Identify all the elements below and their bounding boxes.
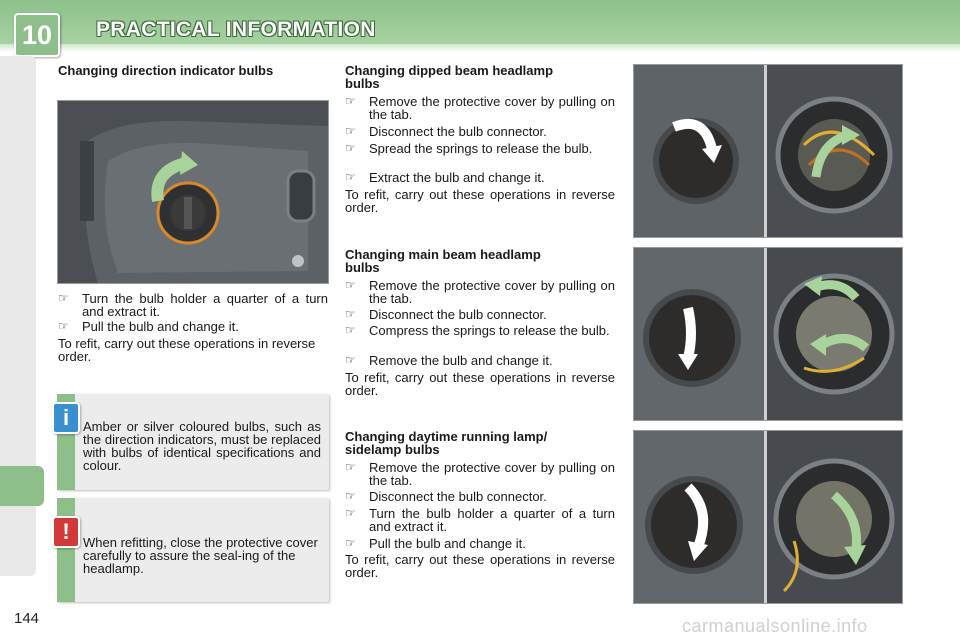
warning-icon: !	[52, 516, 80, 548]
daytime-lamp-heading-line2: sidelamp bulbs	[345, 442, 440, 457]
list-item: ☞ Remove the protective cover by pulling…	[345, 460, 615, 488]
list-item: ☞ Pull the bulb and change it.	[58, 319, 328, 334]
dipped-beam-heading: Changing dipped beam headlamp bulbs	[345, 64, 615, 90]
step-text: Disconnect the bulb connector.	[369, 124, 547, 139]
daytime-lamp-heading-line1: Changing daytime running lamp/	[345, 429, 548, 444]
pointing-hand-icon: ☞	[345, 307, 356, 321]
list-item: ☞ Remove the protective cover by pulling…	[345, 94, 615, 122]
main-beam-heading-line1: Changing main beam headlamp	[345, 247, 541, 262]
pointing-hand-icon: ☞	[345, 506, 356, 520]
main-beam-illustration	[634, 248, 902, 420]
dipped-beam-photo	[633, 64, 903, 238]
rotation-arrow-icon	[672, 118, 717, 151]
step-text: Remove the bulb and change it.	[369, 353, 553, 368]
headlamp-rear-illustration	[58, 101, 328, 283]
pointing-hand-icon: ☞	[345, 94, 356, 108]
header-fade	[0, 44, 960, 52]
list-item: ☞ Pull the bulb and change it.	[345, 536, 615, 551]
dipped-beam-illustration	[634, 65, 902, 237]
rotation-arrow-icon	[683, 306, 696, 360]
main-beam-heading-line2: bulbs	[345, 260, 380, 275]
step-text: Turn the bulb holder a quarter of a turn…	[369, 506, 615, 534]
header-bar	[0, 0, 960, 44]
pointing-hand-icon: ☞	[345, 489, 356, 503]
pointing-hand-icon: ☞	[345, 170, 356, 184]
chapter-number-badge: 10	[14, 13, 60, 57]
pointing-hand-icon: ☞	[58, 319, 69, 333]
rotation-arrow-icon	[830, 491, 862, 550]
warning-box-text: When refitting, close the protective cov…	[83, 535, 318, 576]
step-text: Compress the springs to release the bulb…	[369, 323, 610, 338]
step-text: Pull the bulb and change it.	[369, 536, 526, 551]
step-text: Pull the bulb and change it.	[82, 319, 239, 334]
pointing-hand-icon: ☞	[58, 291, 69, 305]
watermark[interactable]: carmanualsonline.info	[682, 616, 868, 636]
list-item: ☞ Remove the protective cover by pulling…	[345, 278, 615, 306]
pointing-hand-icon: ☞	[345, 124, 356, 138]
step-text: Disconnect the bulb connector.	[369, 307, 547, 322]
list-item: ☞ Compress the springs to release the bu…	[345, 323, 615, 338]
daytime-lamp-heading: Changing daytime running lamp/ sidelamp …	[345, 430, 615, 456]
step-text: Turn the bulb holder a quarter of a turn…	[82, 291, 328, 319]
page-number: 144	[14, 610, 40, 627]
daytime-lamp-photo	[633, 430, 903, 604]
info-icon: i	[52, 402, 80, 434]
list-item: ☞ Spread the springs to release the bulb…	[345, 141, 615, 156]
main-beam-heading: Changing main beam headlamp bulbs	[345, 248, 615, 274]
info-box-text: Amber or silver coloured bulbs, such as …	[83, 419, 321, 473]
pointing-hand-icon: ☞	[345, 141, 356, 155]
warning-box: When refitting, close the protective cov…	[57, 498, 329, 602]
info-box: Amber or silver coloured bulbs, such as …	[57, 394, 329, 490]
direction-indicator-heading: Changing direction indicator bulbs	[58, 63, 274, 78]
list-item: ☞ Turn the bulb holder a quarter of a tu…	[58, 291, 328, 319]
side-chapter-tab[interactable]	[0, 466, 44, 506]
dipped-beam-heading-line1: Changing dipped beam headlamp	[345, 63, 554, 78]
list-item: ☞ Disconnect the bulb connector.	[345, 307, 615, 322]
step-text: Remove the protective cover by pulling o…	[369, 460, 615, 488]
dipped-beam-heading-line2: bulbs	[345, 76, 380, 91]
pointing-hand-icon: ☞	[345, 323, 356, 337]
list-item: ☞ Disconnect the bulb connector.	[345, 124, 615, 139]
pointing-hand-icon: ☞	[345, 353, 356, 367]
step-text: Spread the springs to release the bulb.	[369, 141, 593, 156]
refit-note: To refit, carry out these operations in …	[345, 370, 615, 398]
step-text: Disconnect the bulb connector.	[369, 489, 547, 504]
daytime-lamp-illustration	[634, 431, 902, 603]
refit-note: To refit, carry out these operations in …	[58, 336, 316, 364]
direction-indicator-photo	[57, 100, 329, 284]
refit-note: To refit, carry out these operations in …	[345, 552, 615, 580]
refit-note: To refit, carry out these operations in …	[345, 187, 615, 215]
pointing-hand-icon: ☞	[345, 536, 356, 550]
step-text: Remove the protective cover by pulling o…	[369, 94, 615, 122]
rotation-arrow-icon	[684, 483, 709, 549]
list-item: ☞ Disconnect the bulb connector.	[345, 489, 615, 504]
pointing-hand-icon: ☞	[345, 460, 356, 474]
pointing-hand-icon: ☞	[345, 278, 356, 292]
page-title: PRACTICAL INFORMATION	[96, 18, 376, 41]
step-text: Extract the bulb and change it.	[369, 170, 545, 185]
list-item: ☞ Turn the bulb holder a quarter of a tu…	[345, 506, 615, 534]
warning-box-accent	[57, 498, 75, 602]
list-item: ☞ Extract the bulb and change it.	[345, 170, 615, 185]
main-beam-photo	[633, 247, 903, 421]
list-item: ☞ Remove the bulb and change it.	[345, 353, 615, 368]
step-text: Remove the protective cover by pulling o…	[369, 278, 615, 306]
